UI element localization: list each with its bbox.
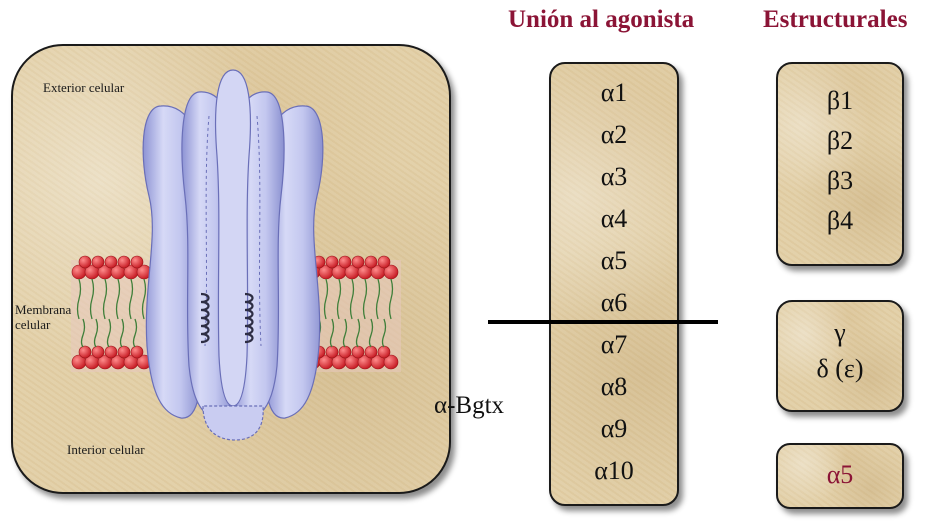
structural-header: Estructurales <box>763 6 907 34</box>
receptor-channel <box>143 70 323 440</box>
subunit-label: β3 <box>778 166 902 196</box>
subunit-label: α2 <box>551 120 677 150</box>
subunit-label: α4 <box>551 204 677 234</box>
structural-alpha5-box: α5 <box>776 443 904 509</box>
bgtx-divider-line <box>488 320 718 324</box>
subunit-label: β1 <box>778 86 902 116</box>
exterior-label: Exterior celular <box>43 80 124 95</box>
subunit-label: α3 <box>551 162 677 192</box>
subunit-label: α9 <box>551 414 677 444</box>
subunit-label: γ <box>778 318 902 348</box>
structural-gamma-delta-list: γ δ (ε) <box>776 300 904 412</box>
subunit-label: α6 <box>551 288 677 318</box>
subunit-label: δ (ε) <box>778 354 902 384</box>
subunit-label: α1 <box>551 78 677 108</box>
receptor-illustration <box>13 46 449 492</box>
subunit-label: β2 <box>778 126 902 156</box>
bgtx-label: α-Bgtx <box>434 392 504 420</box>
subunit-label: α5 <box>551 246 677 276</box>
agonist-binding-header: Unión al agonista <box>508 6 694 34</box>
subunit-label: α8 <box>551 372 677 402</box>
receptor-illustration-panel: Exterior celular Membrana celular Interi… <box>11 44 451 494</box>
subunit-label: α10 <box>551 456 677 486</box>
subunit-label: β4 <box>778 206 902 236</box>
structural-beta-list: β1 β2 β3 β4 <box>776 62 904 266</box>
agonist-subunit-list: α1 α2 α3 α4 α5 α6 α7 α8 α9 α10 <box>549 62 679 506</box>
subunit-label: α7 <box>551 330 677 360</box>
subunit-label: α5 <box>778 460 902 490</box>
interior-label: Interior celular <box>67 442 145 457</box>
membrane-label: Membrana celular <box>15 302 71 332</box>
